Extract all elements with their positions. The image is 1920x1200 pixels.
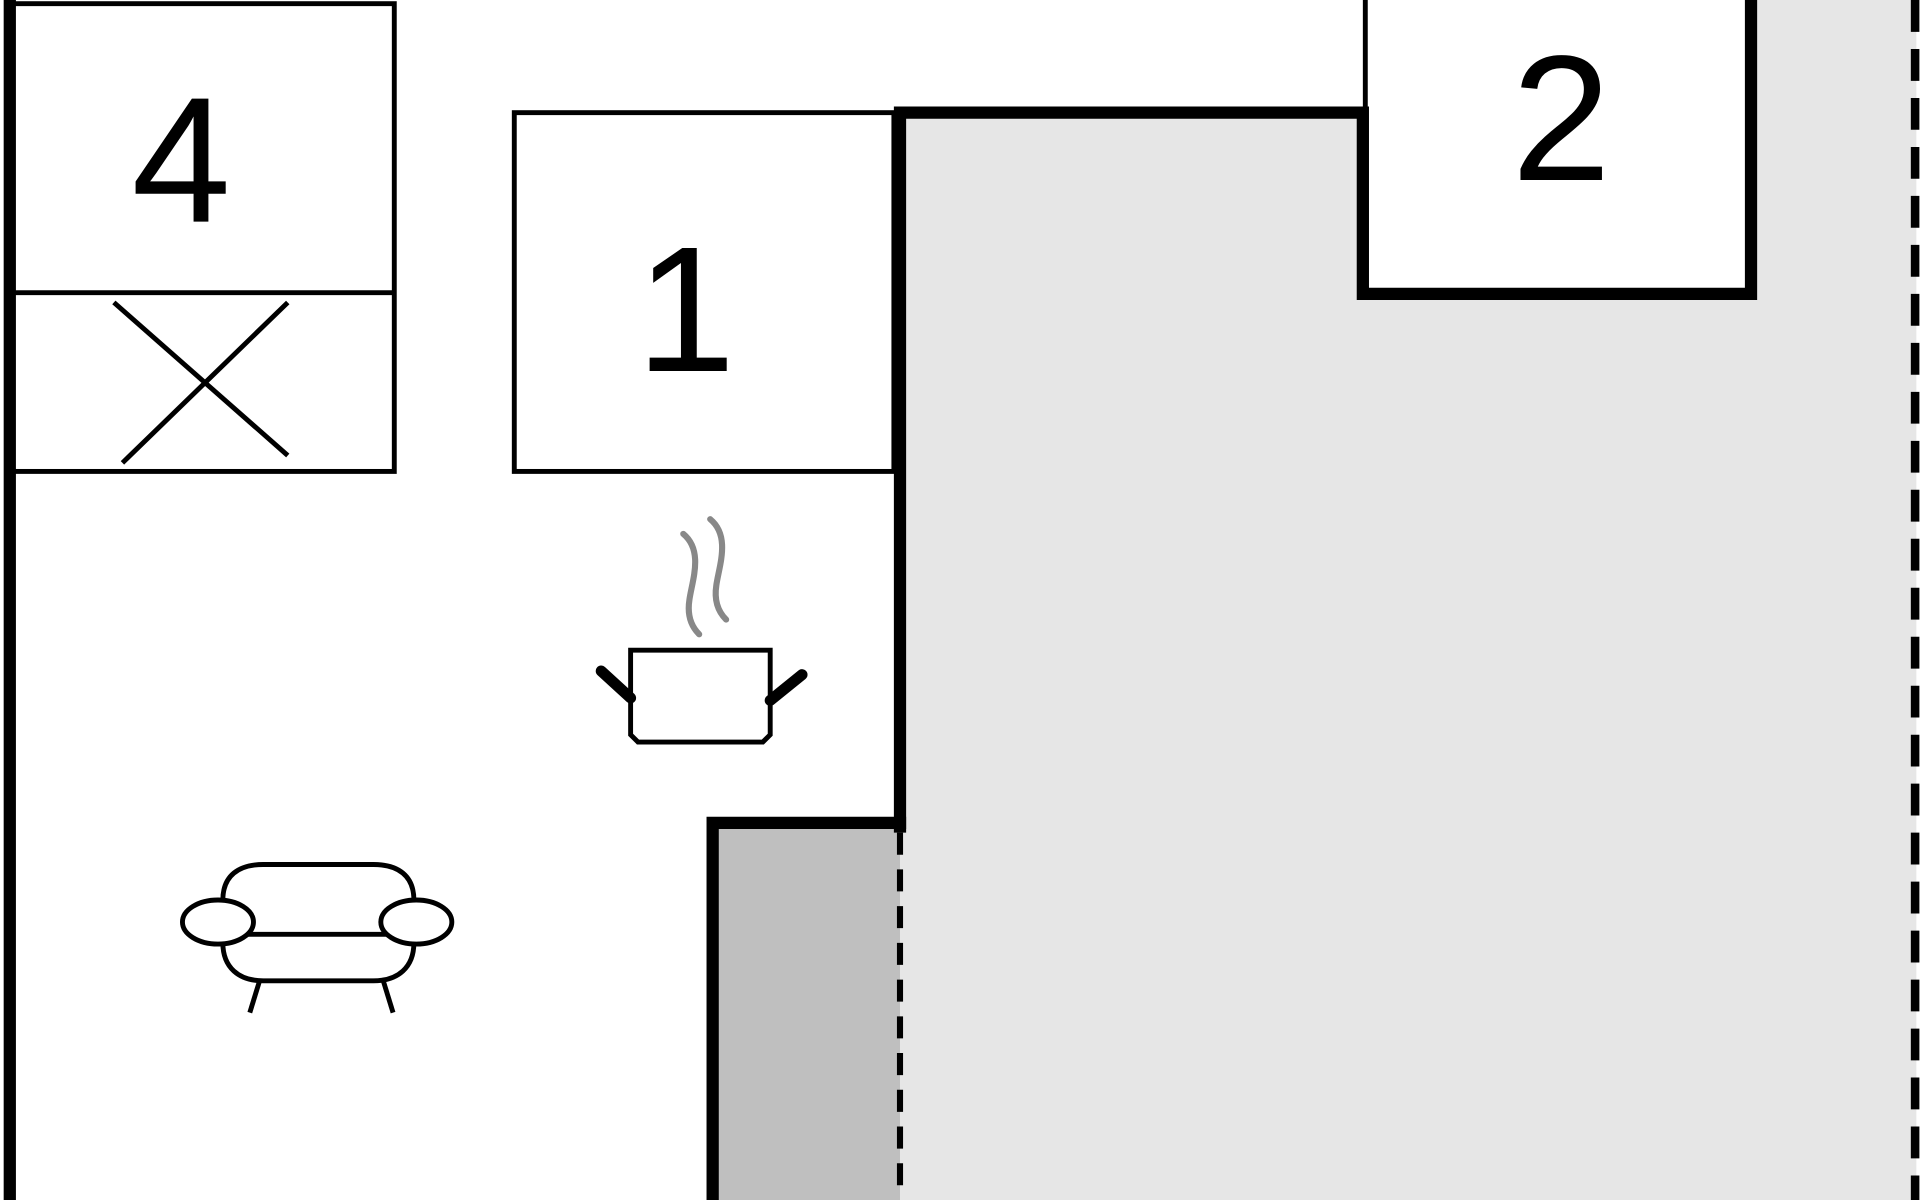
exterior-walls [706,0,1758,1200]
room-1: 1 [511,110,897,474]
room-1-label: 1 [636,209,735,409]
cross-mark-icon [112,300,290,465]
room-2-label: 2 [1512,18,1611,218]
terrace-area [712,822,900,1200]
room-4: 4 [7,1,397,474]
room-4-label: 4 [132,60,231,260]
sofa-icon [180,862,455,1014]
cooking-pot-icon [595,516,808,745]
room-2: 2 [1362,0,1752,294]
